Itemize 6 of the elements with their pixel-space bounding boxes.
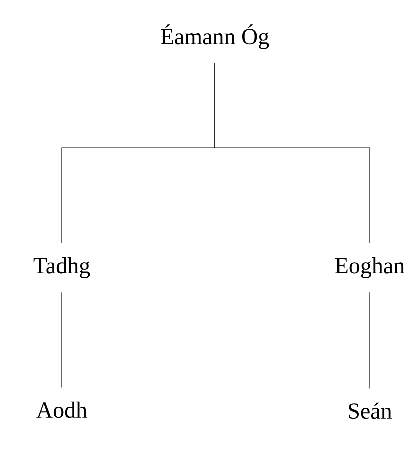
name-label: Eoghan <box>336 258 405 278</box>
name-label: Éamann Óg <box>161 24 270 50</box>
name-label: Tadhg <box>34 258 90 278</box>
name-label: Aodh <box>36 402 88 418</box>
tree-line <box>214 63 370 244</box>
name-label: Seán <box>349 402 392 420</box>
